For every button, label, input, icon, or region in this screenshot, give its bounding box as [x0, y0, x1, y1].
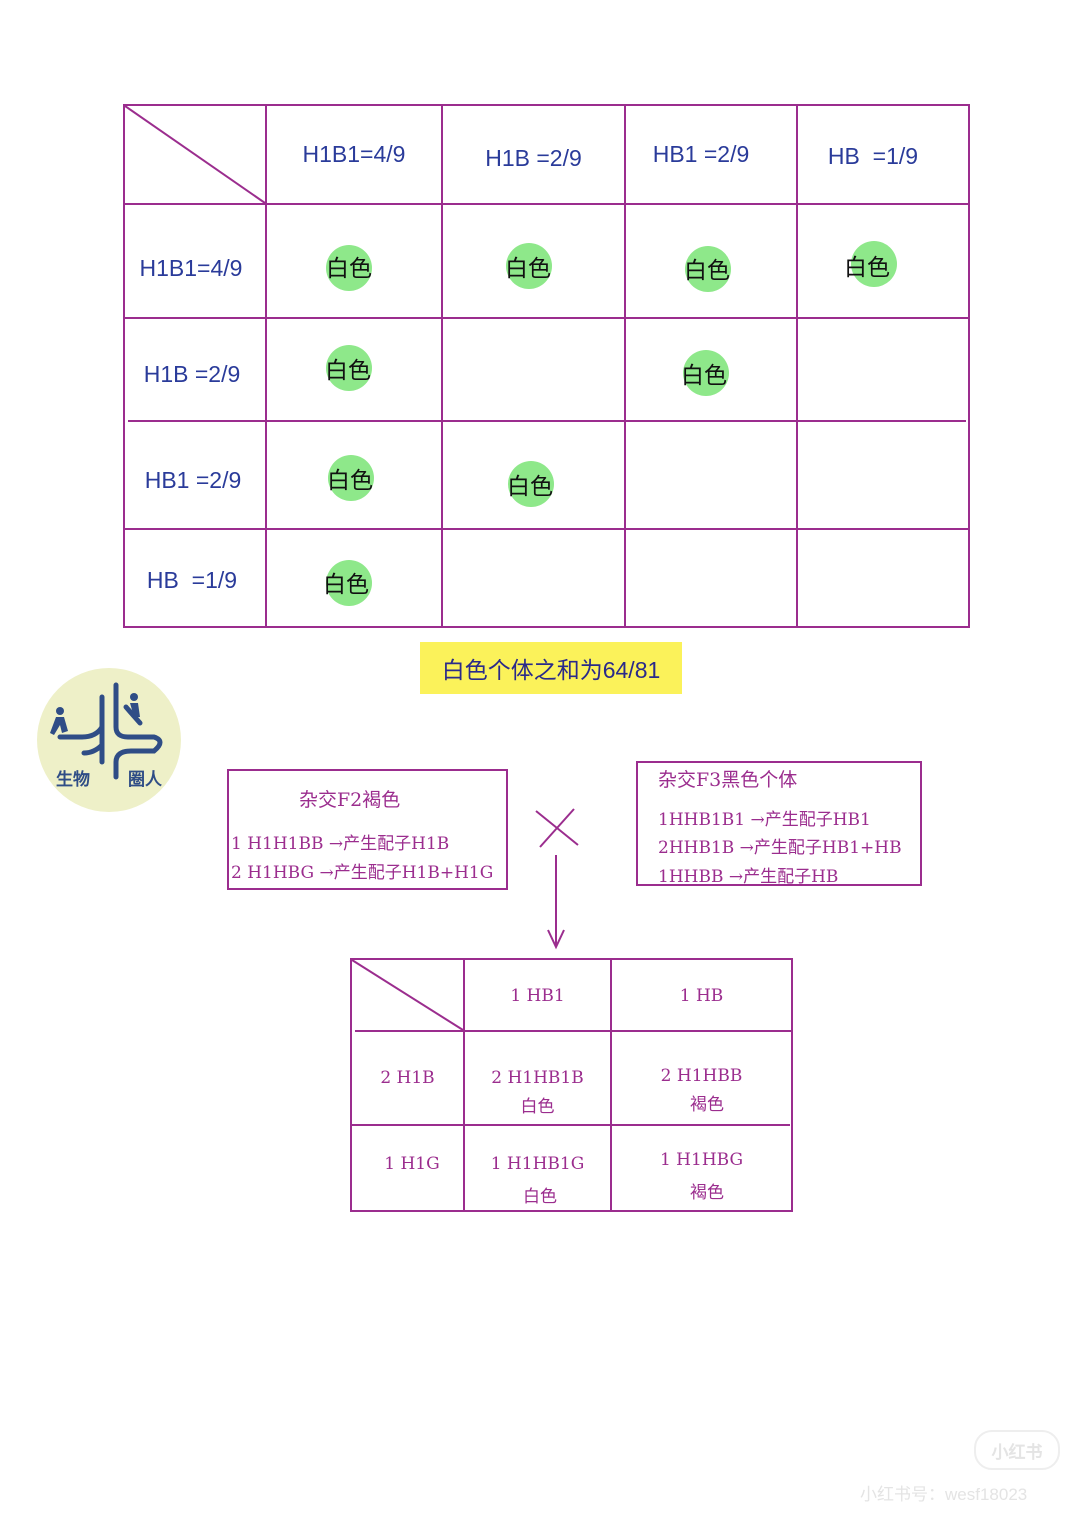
genotype: 2 H1HBB	[660, 1066, 743, 1086]
watermark-badge: 小红书	[974, 1430, 1060, 1470]
note-line: 2HHB1B →产生配子HB1+HB	[658, 838, 902, 858]
f2-brown-note: 杂交F2褐色 1 H1H1BB →产生配子H1B 2 H1HBG →产生配子H1…	[227, 769, 508, 890]
phenotype: 褐色	[690, 1182, 724, 1203]
f3-black-note: 杂交F3黑色个体 1HHB1B1 →产生配子HB1 2HHB1B →产生配子HB…	[636, 761, 922, 887]
genotype: 1 H1HB1G	[490, 1154, 585, 1174]
col-header-2: H1B =2/9	[485, 145, 582, 171]
note-line: 1HHB1B1 →产生配子HB1	[658, 810, 871, 830]
white-marker	[685, 246, 731, 292]
row-header-3: HB1 =2/9	[144, 466, 242, 493]
white-label: 白色	[325, 357, 371, 383]
col-header-1: 1 HB1	[510, 986, 565, 1006]
white-label: 白色	[844, 254, 890, 280]
dna-logo-icon	[37, 668, 181, 812]
logo: 生物 圈人	[36, 667, 182, 813]
white-label: 白色	[681, 362, 727, 388]
note-title: 杂交F3黑色个体	[658, 769, 798, 791]
white-marker	[326, 560, 372, 606]
white-label: 白色	[505, 255, 551, 281]
note-line: 1HHBB →产生配子HB	[658, 867, 839, 887]
row-header-2: H1B =2/9	[143, 360, 241, 387]
col-header-3: HB1 =2/9	[652, 141, 750, 167]
phenotype: 褐色	[690, 1094, 724, 1115]
white-marker	[328, 455, 374, 501]
white-marker	[326, 345, 372, 391]
genotype: 2 H1HB1B	[491, 1068, 584, 1088]
white-marker	[851, 241, 897, 287]
corner-diagonal	[124, 105, 266, 204]
col-header-4: HB =1/9	[827, 143, 919, 169]
white-marker	[326, 245, 372, 291]
row-header-1: 2 H1B	[380, 1068, 435, 1088]
genotype: 1 H1HBG	[659, 1150, 744, 1170]
note-title: 杂交F2褐色	[299, 789, 401, 811]
col-header-1: H1B1=4/9	[302, 141, 406, 167]
cross-and-arrow	[535, 808, 579, 950]
row-header-2: 1 H1G	[384, 1154, 440, 1174]
watermark-id: 小红书号：wesf18023	[860, 1485, 1028, 1504]
white-label: 白色	[323, 571, 369, 597]
row-header-1: H1B1=4/9	[139, 254, 243, 281]
white-label: 白色	[327, 467, 373, 493]
white-marker	[506, 243, 552, 289]
logo-text-right: 圈人	[128, 770, 162, 789]
phenotype: 白色	[523, 1186, 557, 1207]
white-label: 白色	[326, 255, 372, 281]
col-header-2: 1 HB	[679, 986, 724, 1006]
note-line: 2 H1HBG →产生配子H1B+H1G	[231, 863, 494, 883]
phenotype: 白色	[520, 1096, 555, 1117]
note-line: 1 H1H1BB →产生配子H1B	[231, 834, 450, 854]
white-marker	[508, 461, 554, 507]
white-label: 白色	[507, 473, 553, 499]
white-marker	[683, 350, 729, 396]
corner-diagonal	[351, 959, 464, 1031]
white-label: 白色	[684, 257, 730, 283]
row-header-4: HB =1/9	[146, 566, 238, 593]
white-total-summary: 白色个体之和为64/81	[420, 642, 682, 694]
logo-text-left: 生物	[56, 770, 90, 789]
